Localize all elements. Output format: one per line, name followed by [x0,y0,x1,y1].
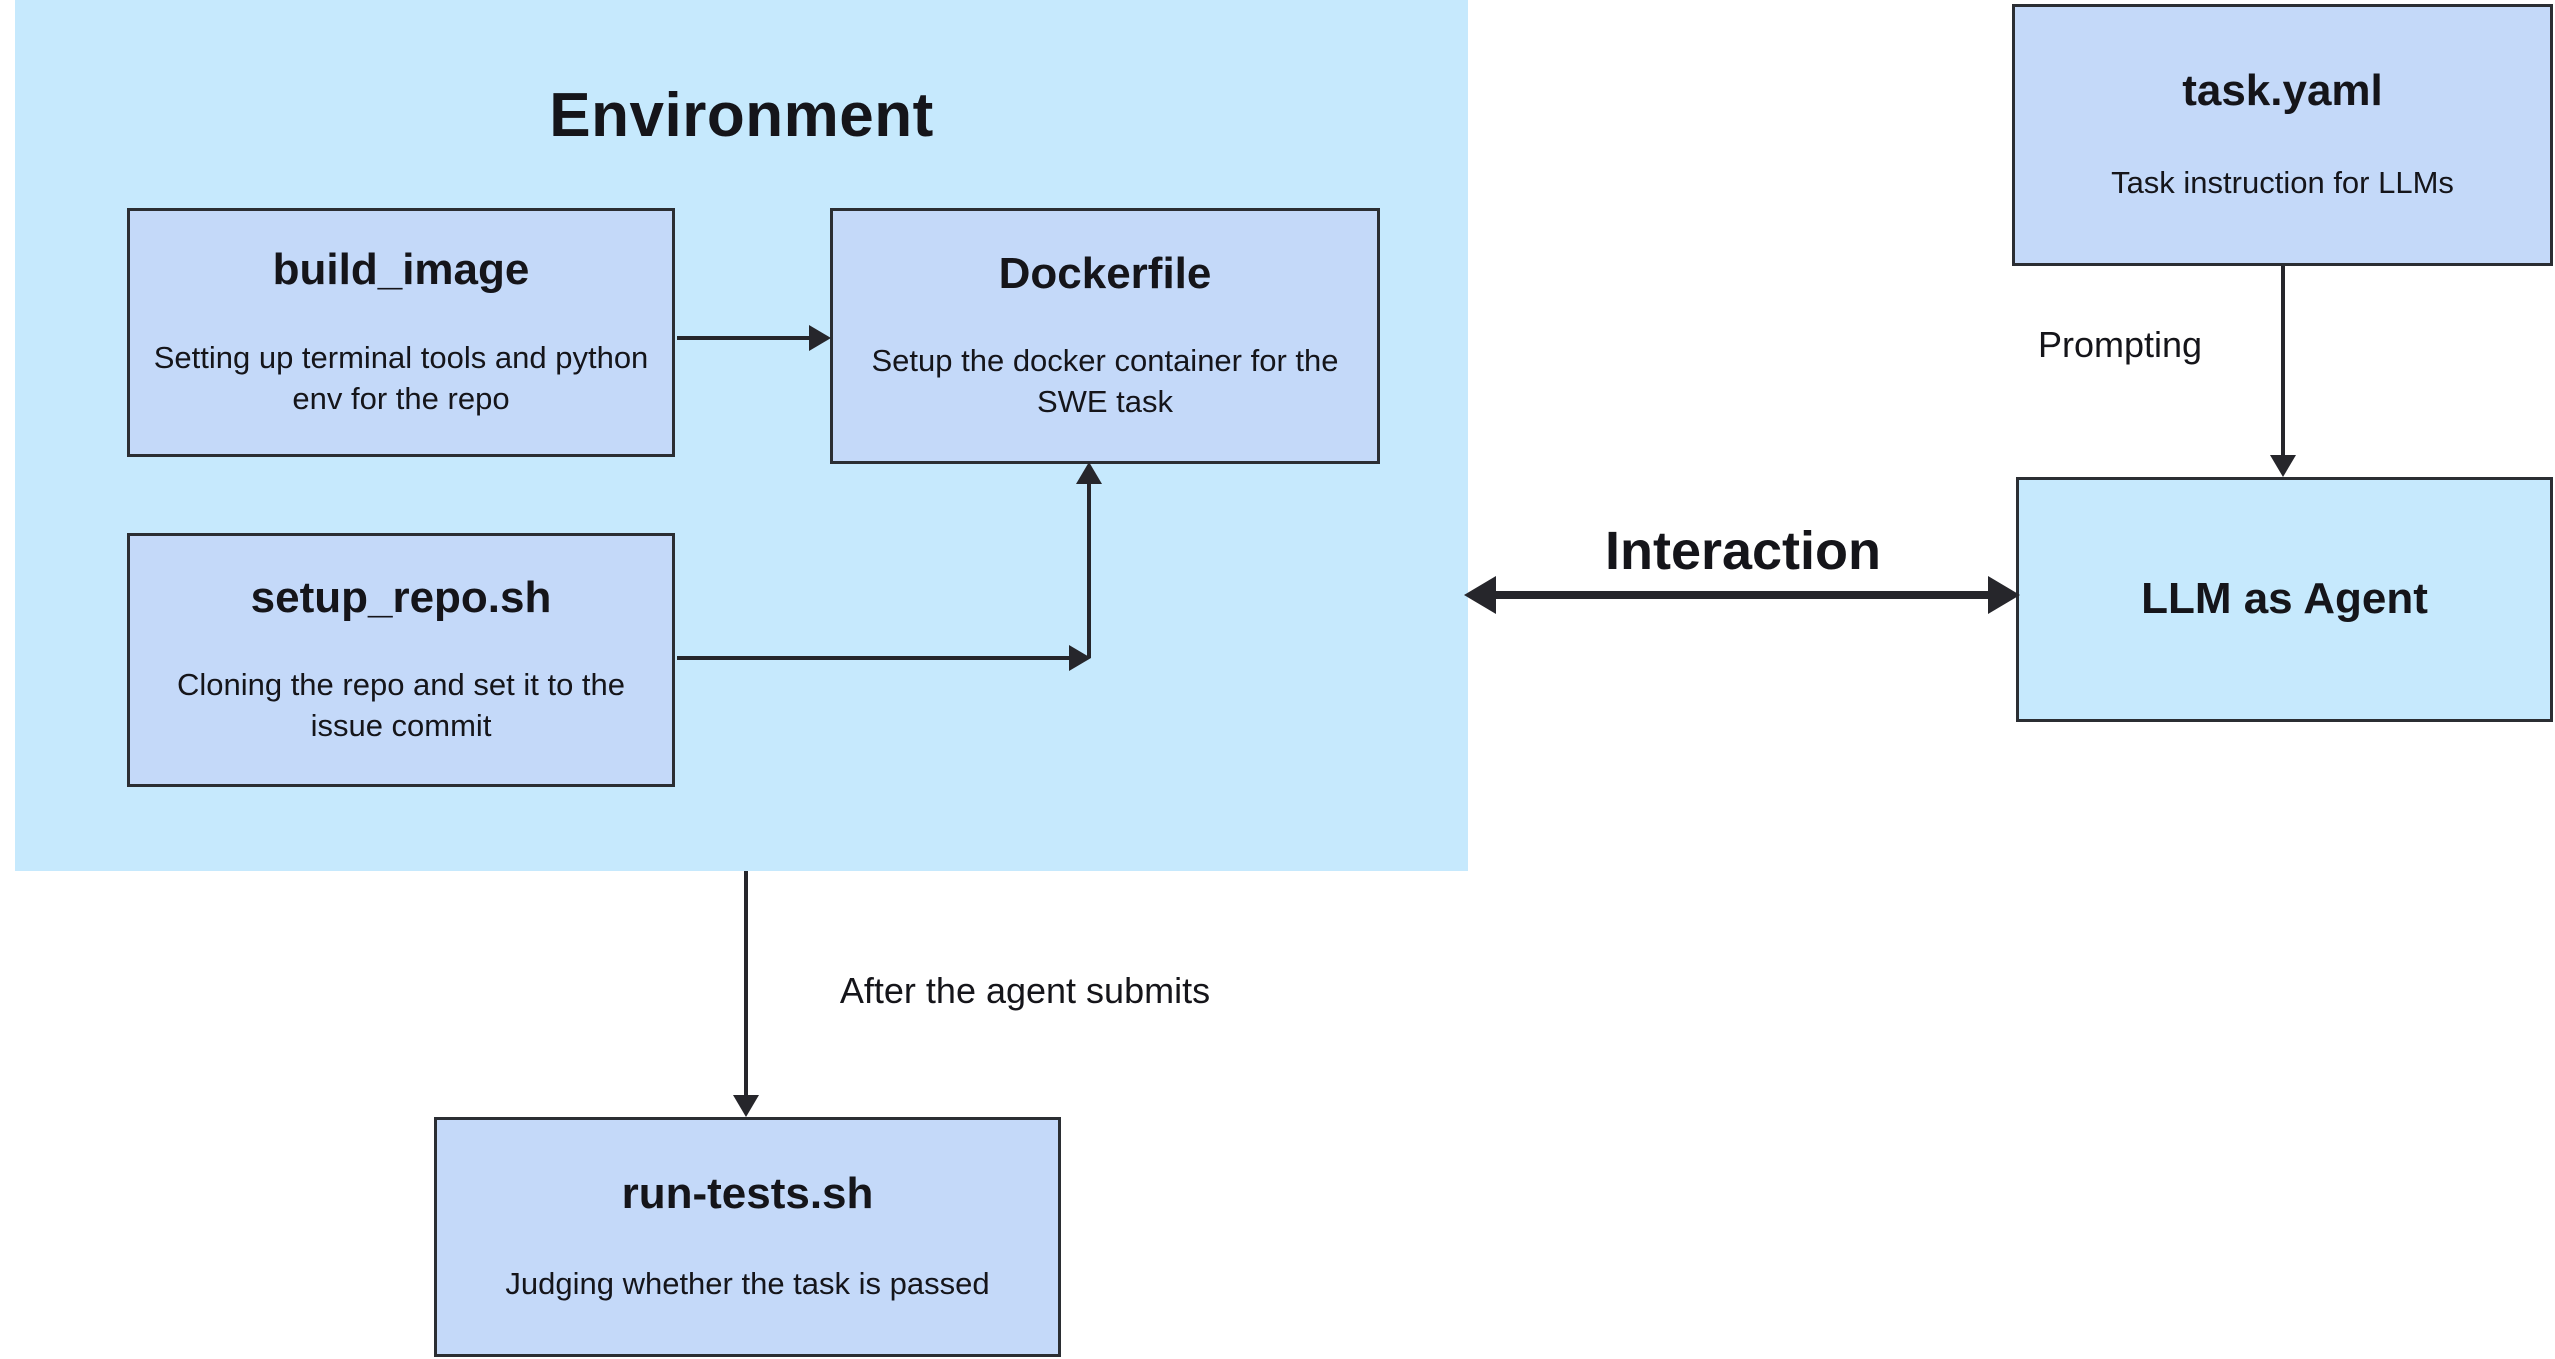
node-run-tests-desc: Judging whether the task is passed [505,1265,990,1301]
arrowhead-right-icon [809,325,831,351]
node-dockerfile-desc: Setup the docker container for the SWE t… [871,343,1339,420]
arrow-prompting-line [2281,266,2285,457]
node-run-tests: run-tests.sh Judging whether the task is… [434,1117,1061,1357]
arrow-interaction-line [1492,591,1992,599]
node-dockerfile: Dockerfile Setup the docker container fo… [830,208,1380,464]
arrow-setup-vertical-line [1087,482,1091,658]
node-llm-agent-title: LLM as Agent [2141,574,2428,624]
arrowhead-right-icon [1069,645,1091,671]
node-task-yaml-title: task.yaml [2182,66,2383,116]
node-setup-repo-title: setup_repo.sh [250,572,552,622]
arrowhead-down-icon [733,1095,759,1117]
node-task-yaml-desc: Task instruction for LLMs [2111,164,2454,200]
node-task-yaml: task.yaml Task instruction for LLMs [2012,4,2553,266]
node-build-image-title: build_image [272,245,530,295]
arrowhead-up-icon [1076,462,1102,484]
node-run-tests-title: run-tests.sh [621,1169,874,1219]
node-build-image-desc: Setting up terminal tools and python env… [153,339,649,416]
prompting-label: Prompting [2037,324,2203,365]
arrowhead-right-icon [1988,576,2020,614]
arrowhead-left-icon [1464,576,1496,614]
node-setup-repo-desc: Cloning the repo and set it to the issue… [176,667,626,744]
node-setup-repo: setup_repo.sh Cloning the repo and set i… [127,533,675,787]
after-submit-label: After the agent submits [839,970,1211,1011]
arrow-build-to-dockerfile-line [677,336,811,340]
arrowhead-down-icon [2270,455,2296,477]
node-llm-agent: LLM as Agent [2016,477,2553,722]
node-build-image: build_image Setting up terminal tools an… [127,208,675,457]
environment-title: Environment [549,81,934,150]
node-dockerfile-title: Dockerfile [998,248,1212,298]
arrow-after-submit-line [744,871,748,1097]
arrow-setup-horizontal-line [677,656,1071,660]
interaction-label: Interaction [1604,521,1882,581]
